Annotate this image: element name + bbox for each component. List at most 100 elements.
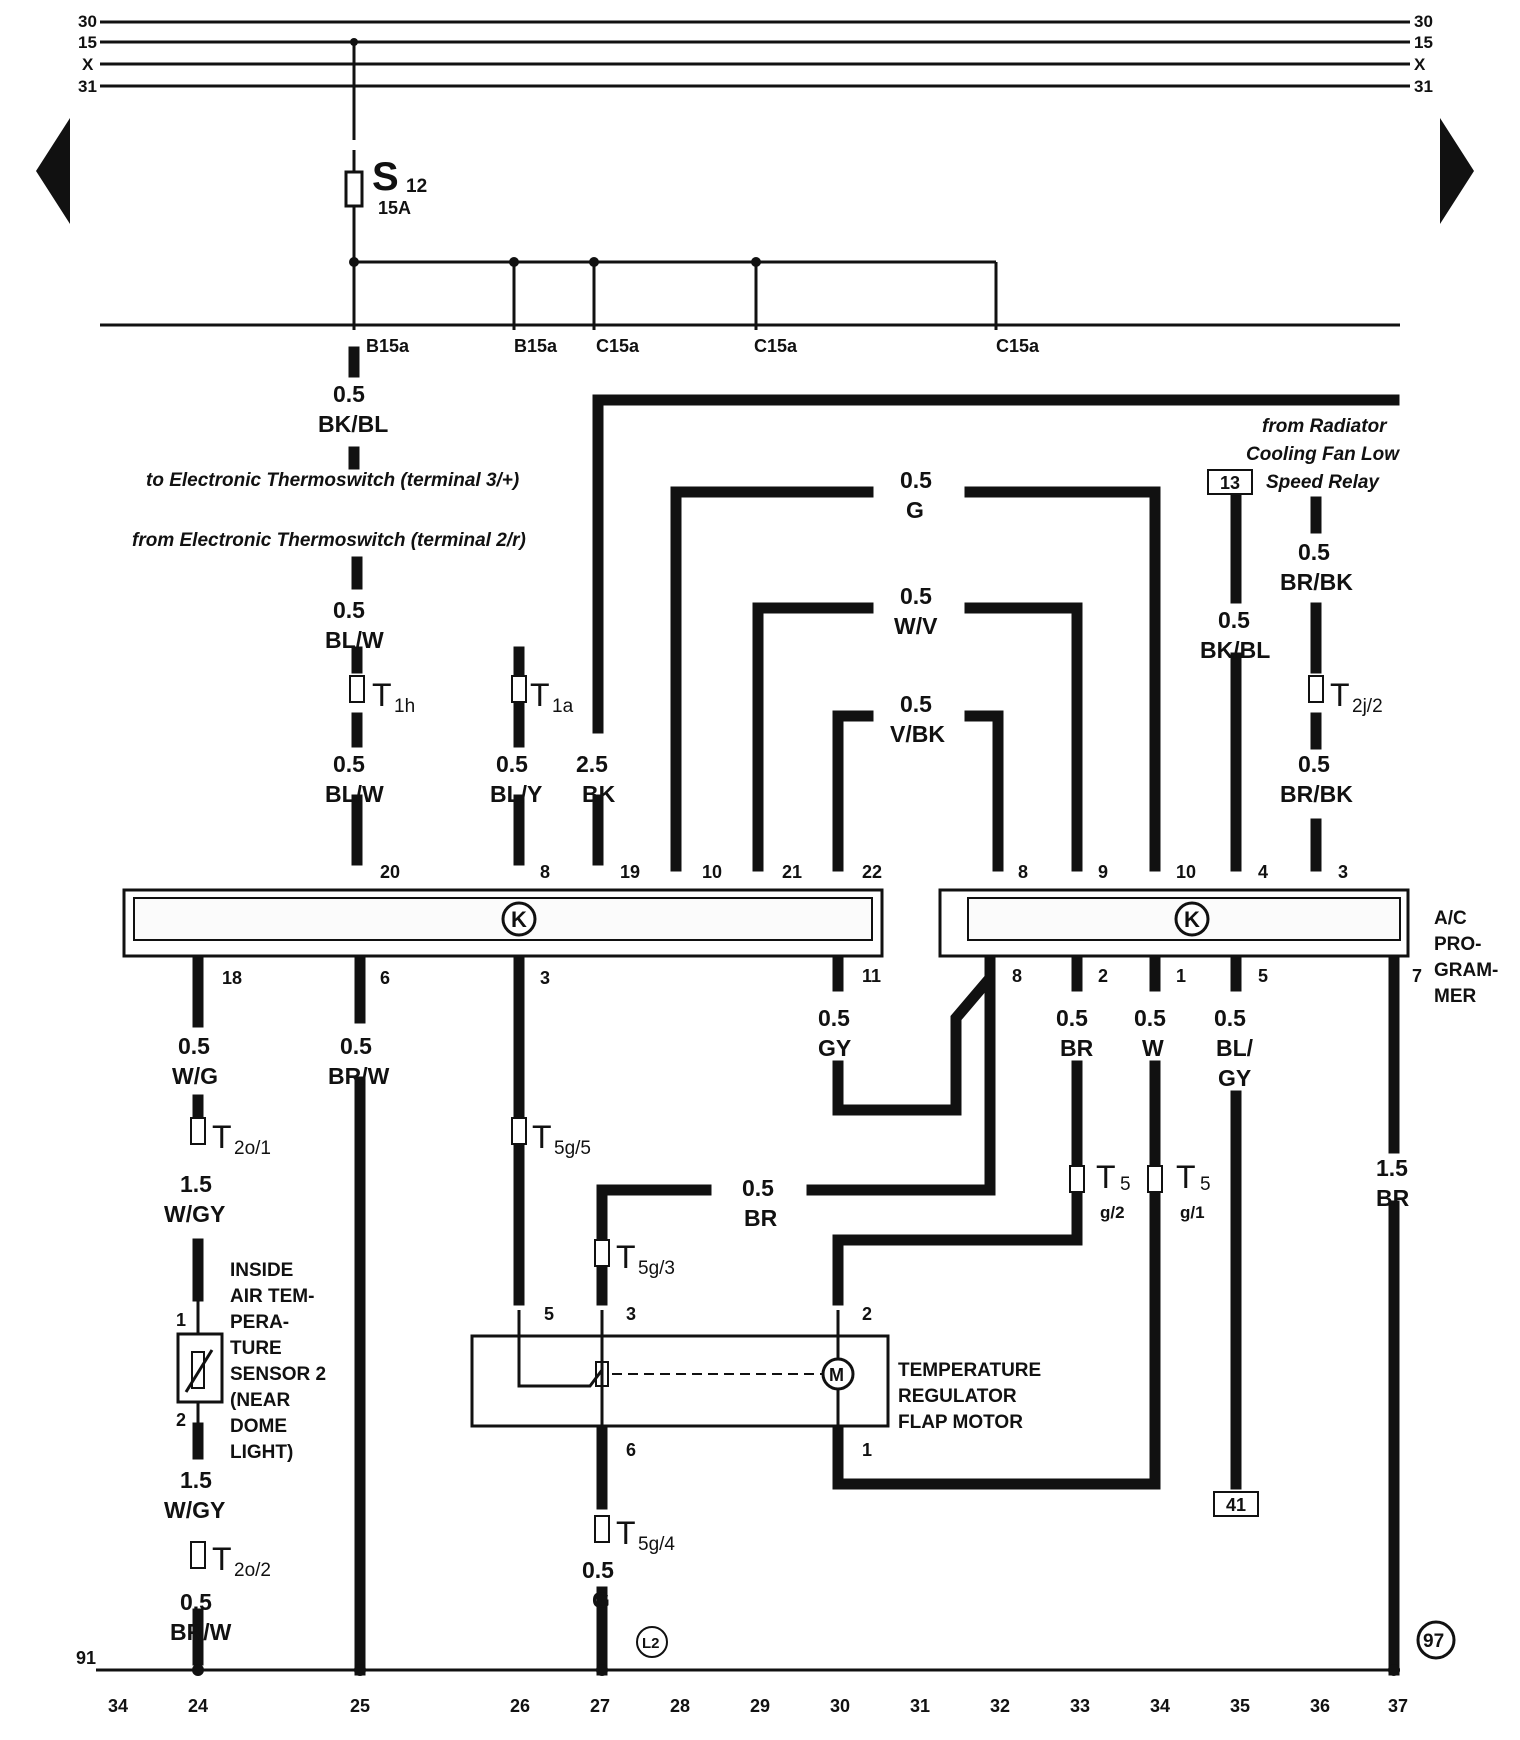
tap-c15a-3: C15a [996, 336, 1040, 356]
pin-label: 19 [620, 862, 640, 882]
connector-subscript: 5 [1120, 1174, 1131, 1195]
grid-number: 24 [188, 1696, 208, 1716]
connector-letter: T [616, 1515, 636, 1551]
wire-label-size: 2.5 [576, 751, 608, 777]
programmer-name-line: MER [1434, 986, 1477, 1007]
connector-letter: T [372, 677, 392, 713]
pin-label: 3 [540, 968, 550, 988]
wire-label-size: 0.5 [333, 751, 365, 777]
wire-label-size: 0.5 [1214, 1005, 1246, 1031]
wire-label-size: 1.5 [180, 1467, 212, 1493]
notes: to Electronic Thermoswitch (terminal 3/+… [132, 416, 1400, 1517]
grid-number: 25 [350, 1696, 370, 1716]
connector-t5g-3: T 5g/3 [594, 1239, 675, 1279]
sensor-name-line: INSIDE [230, 1260, 293, 1281]
sensor-pin-top: 1 [176, 1310, 186, 1330]
connector-icon [594, 1515, 610, 1543]
programmer-name-line: A/C [1434, 908, 1467, 929]
motor-pin: 5 [544, 1304, 554, 1324]
wire-label-color-2: GY [1218, 1065, 1251, 1091]
wire-label-color: BK [582, 781, 616, 807]
connector-t1a: T 1a [511, 675, 574, 717]
wire-label-color: BL/W [325, 781, 384, 807]
sensor-name-line: SENSOR 2 [230, 1364, 326, 1385]
wire-label-color: BK/BL [318, 411, 388, 437]
pin-label: 5 [1258, 966, 1268, 986]
wire-label-size: 1.5 [1376, 1155, 1408, 1181]
inside-air-temperature-sensor: 1 2 INSIDE AIR TEM- PERA- TURE SENSOR 2 … [176, 1260, 326, 1463]
sensor-name-line: TURE [230, 1338, 282, 1359]
connector-subscript: 5 [1200, 1174, 1211, 1195]
connector-letter: T [212, 1119, 232, 1155]
motor-pin: 1 [862, 1440, 872, 1460]
page-prev-arrow-icon[interactable] [36, 118, 70, 224]
connector-letter: T [532, 1119, 552, 1155]
wire-label-color: BR/W [328, 1063, 390, 1089]
connector-letter: T [1096, 1159, 1116, 1195]
wire-label-color: W/V [894, 613, 938, 639]
ground-bus: 91 L2 97 [76, 1620, 1456, 1676]
motor-pin: 6 [626, 1440, 636, 1460]
connector-letter: T [616, 1239, 636, 1275]
pin-label: 7 [1412, 966, 1422, 986]
connector-t2o-1: T 2o/1 [190, 1117, 271, 1159]
grid-number: 26 [510, 1696, 530, 1716]
k-symbol-icon [501, 901, 537, 937]
thermistor-icon [184, 1349, 214, 1393]
pin-label: 20 [380, 862, 400, 882]
connector-letter: T [530, 677, 550, 713]
grid-number: 29 [750, 1696, 770, 1716]
wire-label-color: W/GY [164, 1497, 225, 1523]
connector-t5-g1: T 5 g/1 [1147, 1159, 1211, 1222]
wire-label-size: 0.5 [333, 597, 365, 623]
connector-subscript: 2o/2 [234, 1560, 271, 1581]
wire-labels: 0.5 BK/BL 0.5 BL/W 0.5 BL/W 0.5 BL/Y 2.5… [164, 381, 1410, 1645]
ref-circle-l2 [636, 1626, 668, 1658]
bus-label-15-right: 15 [1414, 33, 1433, 52]
page-next-arrow-icon[interactable] [1440, 118, 1474, 224]
wire-label-color: BK/BL [1200, 637, 1270, 663]
connector-subscript-2: g/1 [1180, 1203, 1205, 1222]
tap-b15a-1: B15a [366, 336, 410, 356]
connector-t2j-2: T 2j/2 [1308, 675, 1383, 717]
k-symbol-label: K [511, 907, 527, 932]
wire-label-color: BR [744, 1205, 778, 1231]
motor-pin: 3 [626, 1304, 636, 1324]
k-symbol-label: K [1184, 907, 1200, 932]
sensor-name-line: PERA- [230, 1312, 289, 1333]
connector-letter: T [1176, 1159, 1196, 1195]
programmer-name-line: GRAM- [1434, 960, 1498, 981]
wire-label-color: BR/BK [1280, 569, 1353, 595]
connector-icon [511, 675, 527, 703]
pin-label: 3 [1338, 862, 1348, 882]
wire-label-size: 0.5 [900, 691, 932, 717]
connector-t5-g2: T 5 g/2 [1069, 1159, 1131, 1222]
sensor-name-line: DOME [230, 1416, 287, 1437]
note-relay-line-2: Cooling Fan Low [1246, 444, 1400, 465]
wire-label-color: W [1142, 1035, 1164, 1061]
connector-t2o-2: T 2o/2 [190, 1541, 271, 1581]
connector-t5g-4: T 5g/4 [594, 1515, 675, 1555]
wire-label-color: BL/W [325, 627, 384, 653]
pin-label: 6 [380, 968, 390, 988]
wire-label-color: GY [818, 1035, 851, 1061]
fuse-number: 12 [406, 176, 427, 197]
wire-label-color: V/BK [890, 721, 945, 747]
bus-label-x-right: X [1414, 55, 1426, 74]
wire-label-color: BR/W [170, 1619, 232, 1645]
grid-reference-numbers: 34 24 25 26 27 28 29 30 31 32 33 34 35 3… [108, 1696, 1408, 1716]
note-from-thermoswitch: from Electronic Thermoswitch (terminal 2… [132, 530, 526, 551]
wires [192, 346, 1400, 1676]
bus-label-31: 31 [78, 77, 97, 96]
grid-number: 28 [670, 1696, 690, 1716]
note-relay-line-1: from Radiator [1262, 416, 1388, 437]
pin-label: 4 [1258, 862, 1268, 882]
wire-label-size: 0.5 [1218, 607, 1250, 633]
wire-label-size: 0.5 [900, 583, 932, 609]
programmer-name-line: PRO- [1434, 934, 1482, 955]
sensor-pin-bottom: 2 [176, 1410, 186, 1430]
wire-label-size: 0.5 [1056, 1005, 1088, 1031]
pin-label: 21 [782, 862, 802, 882]
motor-name-line: REGULATOR [898, 1386, 1017, 1407]
